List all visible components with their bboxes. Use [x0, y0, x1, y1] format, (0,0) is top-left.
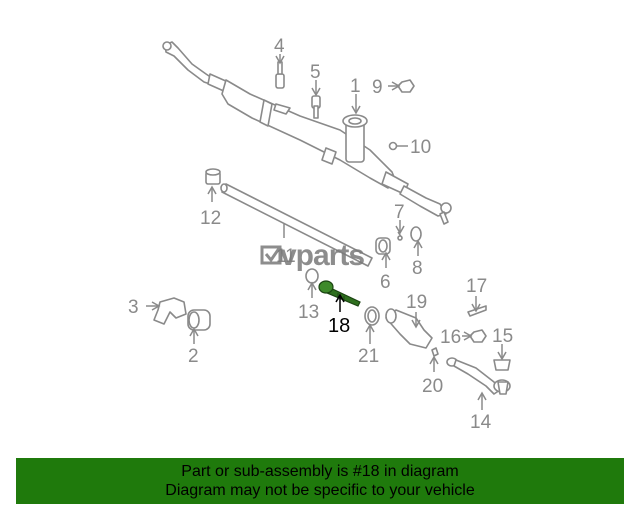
part-12-bushing: [205, 168, 221, 185]
part-11-rack: [220, 183, 373, 267]
part-14-tie-rod-end: [446, 357, 511, 395]
callout-20: 20: [422, 376, 443, 397]
part-7-pin: [397, 231, 403, 241]
callout-10: 10: [410, 137, 431, 158]
part-4-bolt: [275, 61, 285, 89]
banner-line-1: Part or sub-assembly is #18 in diagram: [181, 463, 459, 480]
callout-13: 13: [298, 302, 319, 323]
steering-rack-assembly: [162, 41, 452, 225]
part-17-pin: [467, 305, 487, 317]
callout-14: 14: [470, 412, 492, 433]
callout-1: 1: [350, 76, 361, 97]
leader-lines: [146, 54, 507, 410]
part-2-bushing: [187, 309, 211, 331]
callout-4: 4: [274, 36, 285, 57]
part-21-ring: [364, 306, 380, 326]
callout-7: 7: [394, 202, 405, 223]
part-15-boot: [493, 359, 511, 371]
callout-9: 9: [372, 77, 383, 98]
callout-19: 19: [406, 292, 427, 313]
callout-15: 15: [492, 326, 513, 347]
callout-numbers: 1 2 3 4 5 6 7 8 9 10 11 12 13 14 15 16 1…: [128, 36, 513, 433]
part-8-washer: [410, 226, 422, 242]
callout-18: 18: [328, 315, 350, 337]
callout-12: 12: [200, 208, 221, 229]
callout-5: 5: [310, 62, 321, 83]
banner-line-2: Diagram may not be specific to your vehi…: [165, 482, 475, 499]
part-10-nut: [388, 141, 398, 151]
callout-8: 8: [412, 258, 423, 279]
callout-16: 16: [440, 327, 461, 348]
info-banner: Part or sub-assembly is #18 in diagram D…: [16, 458, 624, 504]
callout-21: 21: [358, 346, 379, 367]
part-5-bolt: [311, 95, 321, 119]
callout-2: 2: [188, 346, 199, 367]
callout-3: 3: [128, 297, 139, 318]
watermark-text: vparts: [280, 239, 364, 272]
vparts-watermark: vparts: [260, 239, 365, 272]
parts-diagram: 1 2 3 4 5 6 7 8 9 10 11 12 13 14 15 16 1…: [128, 36, 513, 433]
part-6-bushing: [375, 237, 391, 255]
part-19-boot: [385, 308, 433, 349]
part-3-bracket: [153, 297, 187, 325]
part-20-clip: [431, 347, 439, 357]
callout-6: 6: [380, 272, 391, 293]
callout-17: 17: [466, 276, 487, 297]
